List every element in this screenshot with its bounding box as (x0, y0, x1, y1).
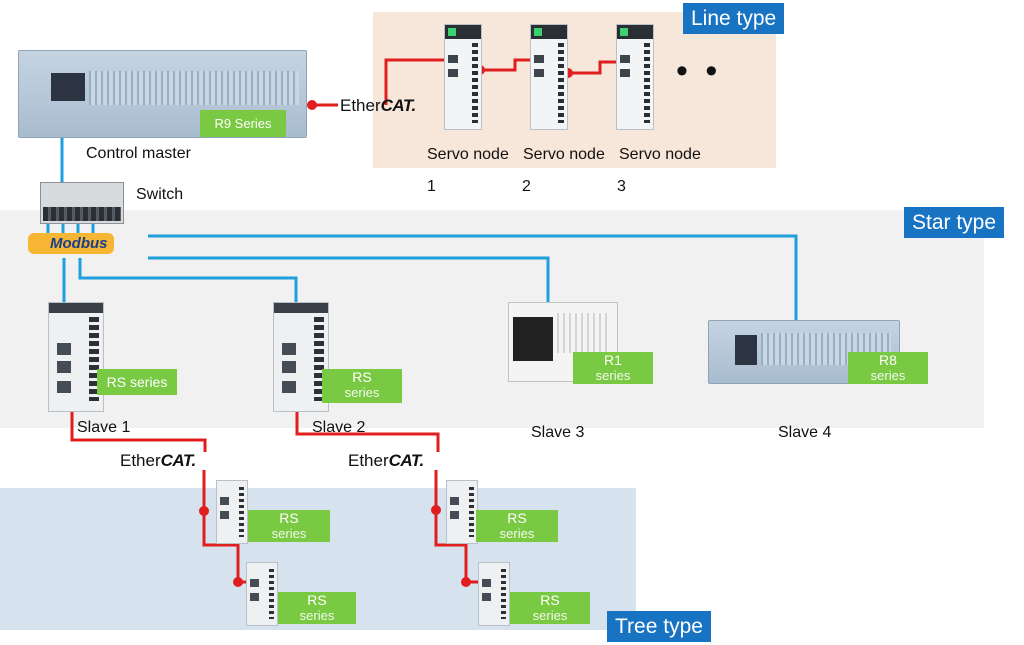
r9-series-badge: R9 Series (200, 110, 286, 137)
slave-3-label: Slave 3 (531, 424, 585, 441)
slave-4-label: Slave 4 (778, 424, 832, 441)
tree-rs-device-2 (246, 562, 278, 626)
servo-number-2: 2 (522, 178, 531, 195)
servo-node-3-device (616, 24, 654, 130)
line-type-label: Line type (683, 3, 785, 34)
wire-slave4 (148, 234, 798, 320)
switch-device (40, 182, 124, 224)
slave-2-label: Slave 2 (312, 419, 366, 436)
servo-node-1-label: Servo node (427, 146, 509, 163)
more-nodes-ellipsis: • • (676, 52, 722, 90)
slave-3-device (508, 302, 618, 382)
slave-1-label: Slave 1 (77, 419, 131, 436)
wire-slave3 (148, 256, 550, 302)
servo-node-3-label: Servo node (619, 146, 701, 163)
tree-type-label: Tree type (607, 611, 711, 642)
badge-subtitle: series (299, 608, 335, 623)
ethercat-logo-tree-2: EtherCAT. (348, 451, 424, 470)
badge-title: RS (540, 592, 560, 608)
slave-1-rs-badge: RS series (97, 369, 177, 395)
modbus-logo: Modbus (28, 233, 114, 254)
ethercat-logo-tree-1: EtherCAT. (120, 451, 196, 470)
badge-title: RS (352, 369, 372, 385)
control-master-label: Control master (86, 145, 191, 162)
servo-node-2-device (530, 24, 568, 130)
badge-title: R1 (604, 352, 622, 368)
wire-slave2 (78, 258, 298, 302)
badge-subtitle: series (870, 368, 906, 383)
badge-subtitle: series (595, 368, 631, 383)
servo-node-2-label: Servo node (523, 146, 605, 163)
servo-number-3: 3 (617, 178, 626, 195)
tree-rs-badge-3: RS series (476, 510, 558, 542)
switch-label: Switch (136, 186, 184, 203)
slave-4-r8-badge: R8 series (848, 352, 928, 384)
servo-number-1: 1 (427, 178, 436, 195)
tree-rs-badge-1: RS series (248, 510, 330, 542)
badge-subtitle: series (499, 526, 535, 541)
badge-title: R8 (879, 352, 897, 368)
badge-title: RS (279, 510, 299, 526)
slave-2-rs-badge: RS series (322, 369, 402, 403)
badge-title: RS (507, 510, 527, 526)
slave-1-device (48, 302, 104, 412)
ethercat-logo: EtherCAT. (340, 96, 416, 115)
servo-node-1-device (444, 24, 482, 130)
star-type-label: Star type (904, 207, 1005, 238)
tree-rs-device-4 (478, 562, 510, 626)
tree-rs-device-1 (216, 480, 248, 544)
slave-2-device (273, 302, 329, 412)
slave-3-r1-badge: R1 series (573, 352, 653, 384)
badge-subtitle: series (271, 526, 307, 541)
badge-subtitle: series (532, 608, 568, 623)
tree-rs-device-3 (446, 480, 478, 544)
line-type-region (373, 12, 776, 168)
tree-rs-badge-2: RS series (278, 592, 356, 624)
tree-rs-badge-4: RS series (510, 592, 590, 624)
badge-subtitle: series (344, 385, 380, 400)
badge-title: RS (307, 592, 327, 608)
